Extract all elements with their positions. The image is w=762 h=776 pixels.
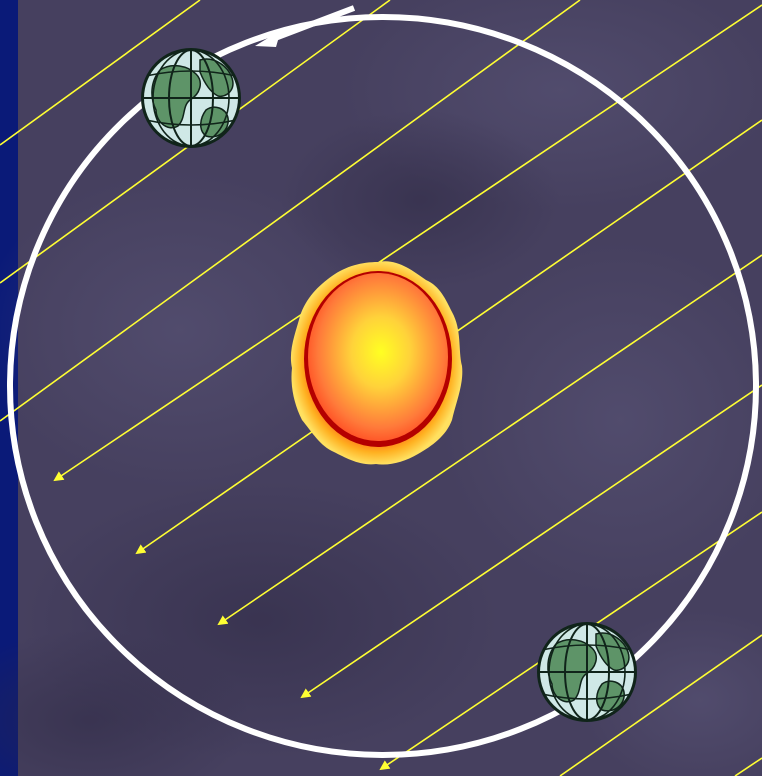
orbit-tail xyxy=(268,5,356,43)
globe-icon xyxy=(141,48,241,148)
light-ray xyxy=(0,0,201,146)
light-ray xyxy=(53,4,762,482)
light-ray xyxy=(734,757,762,776)
light-ray xyxy=(559,634,762,776)
globe-icon xyxy=(537,622,637,722)
light-ray xyxy=(217,254,762,626)
orbit-path xyxy=(7,14,759,758)
light-ray xyxy=(300,384,762,699)
light-ray xyxy=(0,0,581,422)
orbit-arrow-icon xyxy=(255,30,281,47)
sun-icon xyxy=(290,261,463,465)
